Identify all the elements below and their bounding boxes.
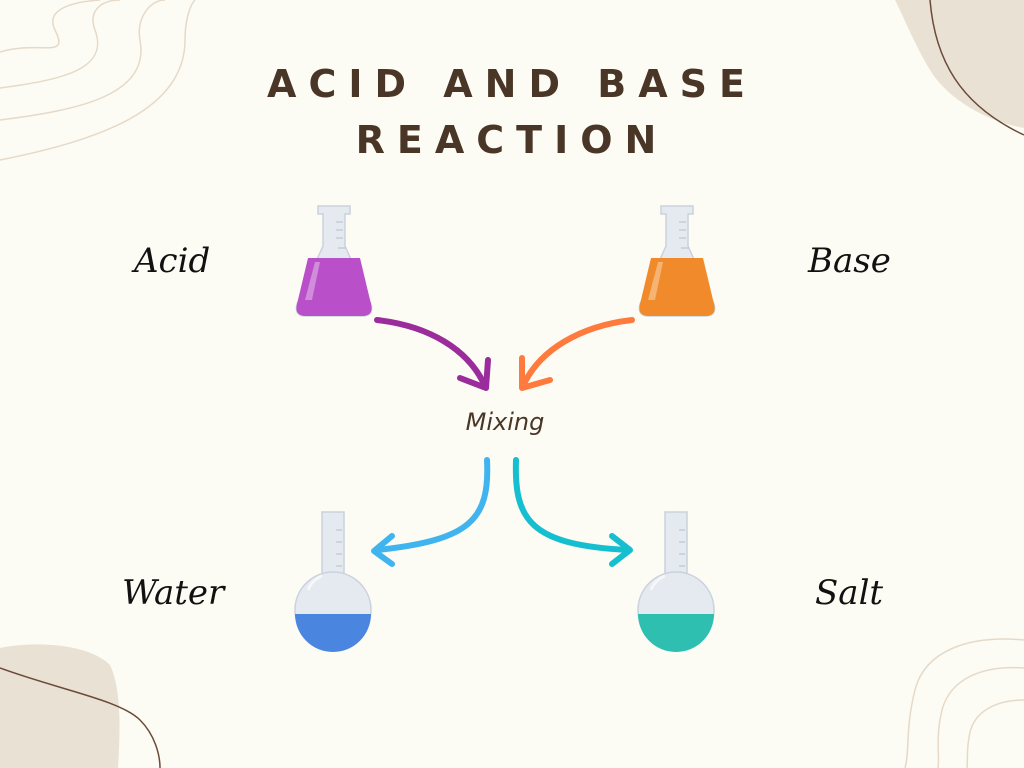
base-flask-icon <box>638 205 716 317</box>
mixing-label: Mixing <box>465 408 545 436</box>
base-to-mixing-arrow-icon <box>519 317 635 391</box>
salt-label: Salt <box>815 573 884 613</box>
top-right-blob-decoration <box>895 0 1024 128</box>
bottom-left-line-decoration <box>0 667 161 768</box>
top-left-contour-decoration <box>0 0 196 161</box>
water-flask-icon <box>294 511 372 652</box>
bottom-right-contour-decoration <box>904 638 1024 768</box>
title-line-2: REACTION <box>355 118 669 162</box>
mixing-to-water-arrow-icon <box>371 457 491 567</box>
top-right-line-decoration <box>929 0 1024 136</box>
salt-flask-icon <box>637 511 715 652</box>
water-label: Water <box>122 573 225 613</box>
title-line-1: ACID AND BASE <box>267 62 757 106</box>
acid-flask-icon <box>295 205 373 317</box>
acid-to-mixing-arrow-icon <box>374 317 491 391</box>
mixing-to-salt-arrow-icon <box>512 457 633 567</box>
bottom-left-blob-decoration <box>0 644 120 768</box>
acid-label: Acid <box>134 241 211 281</box>
base-label: Base <box>808 241 891 281</box>
